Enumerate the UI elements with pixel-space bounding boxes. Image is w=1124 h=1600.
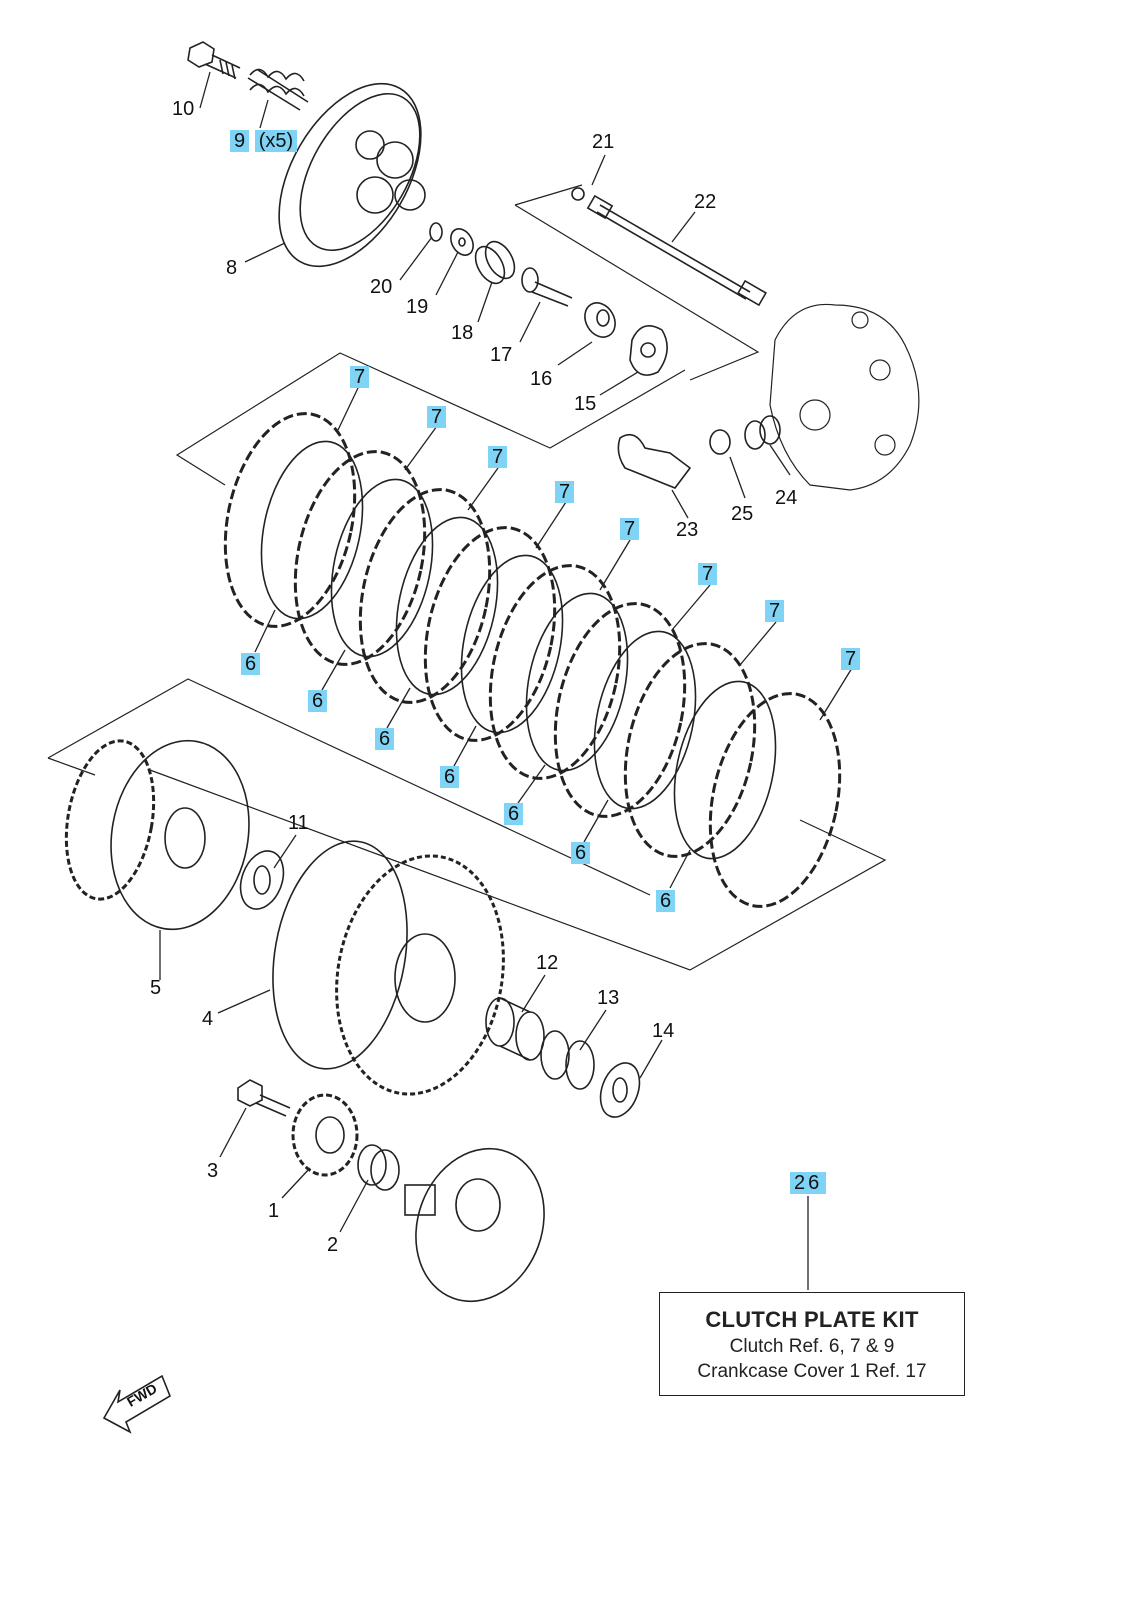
callout-7: 7 bbox=[488, 446, 508, 468]
clutch-plate-kit-box: CLUTCH PLATE KIT Clutch Ref. 6, 7 & 9 Cr… bbox=[659, 1292, 965, 1396]
pressure-plate-8 bbox=[278, 82, 426, 268]
clutch-plates-6 bbox=[260, 440, 777, 860]
primary-drive-gear-1 bbox=[291, 1093, 359, 1177]
needle-bearing-13 bbox=[540, 1030, 595, 1090]
callout-22: 22 bbox=[694, 191, 717, 213]
callout-15: 15 bbox=[574, 393, 597, 415]
callout-6: 6 bbox=[440, 766, 460, 788]
callout-16: 16 bbox=[530, 368, 553, 390]
oil-seal-25 bbox=[709, 429, 731, 455]
callout-7: 7 bbox=[841, 648, 861, 670]
thrust-washer-14 bbox=[599, 1062, 641, 1118]
callout-9: 9 (x5) bbox=[230, 130, 298, 152]
callout-24: 24 bbox=[775, 487, 798, 509]
callout-14: 14 bbox=[652, 1020, 675, 1042]
callout-6: 6 bbox=[504, 803, 524, 825]
push-rod-17 bbox=[521, 267, 573, 307]
circlip-20 bbox=[429, 222, 443, 242]
callout-12: 12 bbox=[536, 952, 559, 974]
crankcase-cover bbox=[769, 303, 920, 491]
kit-line-1: Clutch Ref. 6, 7 & 9 bbox=[729, 1336, 895, 1357]
callout-11: 11 bbox=[288, 812, 309, 834]
kit-line-2: Crankcase Cover 1 Ref. 17 bbox=[697, 1361, 927, 1382]
bolt-10 bbox=[187, 41, 241, 80]
primary-driven-gear-4 bbox=[272, 840, 505, 1096]
callout-18: 18 bbox=[451, 322, 474, 344]
thrust-washer-11 bbox=[239, 850, 285, 910]
callout-20: 20 bbox=[370, 276, 393, 298]
callout-23: 23 bbox=[676, 519, 699, 541]
nut-16 bbox=[584, 302, 616, 338]
spacer-2 bbox=[357, 1144, 400, 1191]
callout-6: 6 bbox=[241, 653, 261, 675]
callout-19: 19 bbox=[406, 296, 429, 318]
callout-2: 2 bbox=[327, 1234, 339, 1256]
leader-lines bbox=[159, 71, 853, 1290]
callout-7: 7 bbox=[620, 518, 640, 540]
callout-6: 6 bbox=[308, 690, 328, 712]
callout-17: 17 bbox=[490, 344, 513, 366]
oil-pump-housing bbox=[404, 1147, 545, 1303]
spacer-12 bbox=[485, 997, 545, 1061]
callout-7: 7 bbox=[555, 481, 575, 503]
assembly-outline-upper bbox=[175, 184, 760, 486]
friction-plates-7 bbox=[223, 412, 842, 908]
callout-25: 25 bbox=[731, 503, 754, 525]
callout-26: 26 bbox=[790, 1172, 827, 1194]
spring-9 bbox=[247, 68, 309, 111]
bolt-3 bbox=[237, 1079, 291, 1117]
fwd-arrow-icon bbox=[102, 1374, 171, 1434]
callout-4: 4 bbox=[202, 1008, 214, 1030]
callout-6: 6 bbox=[375, 728, 395, 750]
washer-19 bbox=[450, 228, 474, 256]
callout-7: 7 bbox=[765, 600, 785, 622]
callout-5: 5 bbox=[150, 977, 162, 999]
clutch-boss-5 bbox=[64, 739, 250, 931]
callout-21: 21 bbox=[592, 131, 615, 153]
assembly-outline-lower bbox=[47, 678, 887, 971]
callout-8: 8 bbox=[226, 257, 238, 279]
callout-7: 7 bbox=[350, 366, 370, 388]
callout-13: 13 bbox=[597, 987, 620, 1009]
callout-9-qty: (x5) bbox=[254, 130, 298, 152]
callout-7: 7 bbox=[427, 406, 447, 428]
callout-10: 10 bbox=[172, 98, 195, 120]
lock-plate-15 bbox=[629, 324, 668, 376]
callout-6: 6 bbox=[656, 890, 676, 912]
callout-6: 6 bbox=[571, 842, 591, 864]
ball-21 bbox=[571, 187, 585, 201]
callout-1: 1 bbox=[268, 1200, 280, 1222]
callout-7: 7 bbox=[698, 563, 718, 585]
push-lever-shaft-22 bbox=[586, 194, 767, 307]
bearing-18 bbox=[474, 240, 516, 285]
bushing-24 bbox=[744, 415, 781, 450]
kit-title: CLUTCH PLATE KIT bbox=[705, 1307, 919, 1332]
push-lever-23 bbox=[617, 433, 692, 489]
callout-9-number: 9 bbox=[230, 130, 250, 152]
callout-3: 3 bbox=[207, 1160, 219, 1182]
